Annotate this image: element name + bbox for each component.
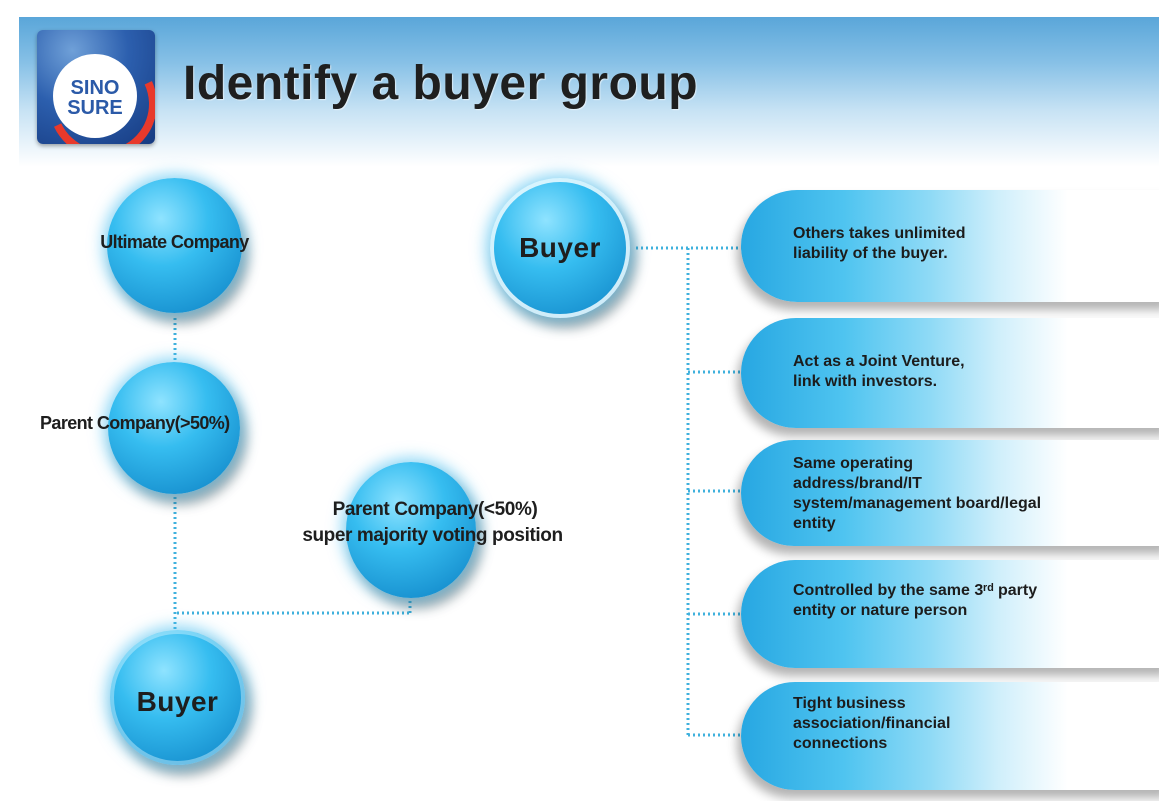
criteria-item-5 <box>741 682 1159 790</box>
sinosure-logo: SINO SURE <box>37 30 155 144</box>
criteria-item-1 <box>741 190 1159 302</box>
criteria-item-4-text: Controlled by the same 3ʳᵈ party entity … <box>793 582 1038 619</box>
criteria-item-1-text: Others takes unlimited liability of the … <box>793 225 966 262</box>
logo-text: SINO SURE <box>67 77 123 119</box>
criteria-item-2 <box>741 318 1159 428</box>
node-parent-majority <box>108 362 240 494</box>
node-label-buyer-right: Buyer <box>519 232 601 263</box>
logo-disc <box>53 54 137 138</box>
criteria-item-3 <box>741 440 1159 546</box>
node-label-parent-majority: Parent Company(>50%) <box>40 413 230 433</box>
criteria-item-2-text: Act as a Joint Venture, link with invest… <box>793 353 965 390</box>
title-banner <box>19 17 1159 167</box>
criteria-item-3-text: Same operating address/brand/IT system/m… <box>793 455 1042 532</box>
criteria-item-5-text: Tight business association/financial con… <box>793 695 951 752</box>
node-label-parent-minority-line2: super majority voting position <box>302 525 563 546</box>
criteria-item-4 <box>741 560 1159 668</box>
node-buyer-left-ring <box>110 630 245 765</box>
node-ultimate-company <box>107 178 242 313</box>
node-label-ultimate-company: Ultimate Company <box>100 232 249 252</box>
node-buyer-right-ring <box>490 178 630 318</box>
node-label-buyer-left: Buyer <box>136 686 219 717</box>
page-title: Identify a buyer group <box>183 57 699 110</box>
node-label-parent-minority-line1: Parent Company(<50%) <box>332 499 538 520</box>
node-parent-minority <box>346 462 476 598</box>
